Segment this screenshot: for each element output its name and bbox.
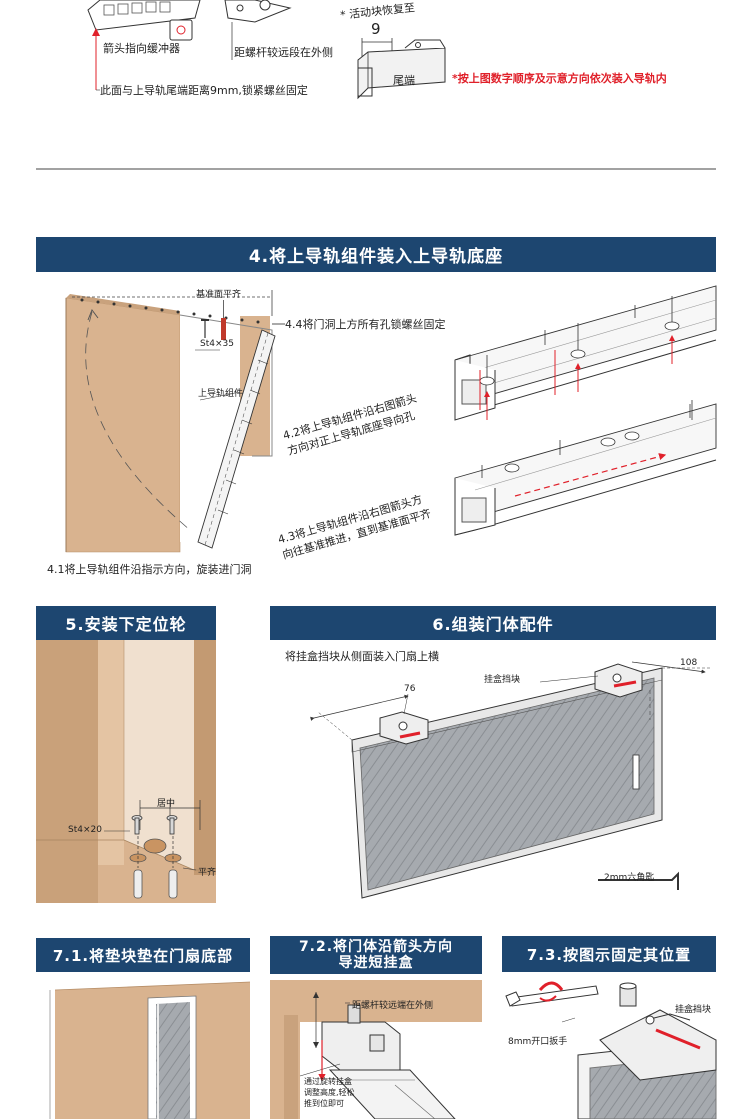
section4-title-banner: 4.将上导轨组件装入上导轨底座 xyxy=(36,237,716,272)
hanger-stop-label: 挂盒挡块 xyxy=(484,675,521,685)
section6-diagram xyxy=(310,661,710,899)
top-rail-diagram xyxy=(87,0,446,100)
section71-diagram xyxy=(49,981,251,1119)
section5-diagram xyxy=(36,640,216,903)
flush-label: 平齐 xyxy=(198,868,217,878)
datum-flush-label: 基准面平齐 xyxy=(196,290,242,300)
section72-title-banner: 7.2.将门体沿箭头方向 导进短挂盒 xyxy=(270,936,482,974)
section73-title-banner: 7.3.按图示固定其位置 xyxy=(502,936,716,972)
section72-title-line1: 7.2.将门体沿箭头方向 xyxy=(298,939,454,955)
upper-rail-assembly-label: 上导轨组件 xyxy=(198,389,244,399)
arrow-bumper-label: 箭头指向缓冲器 xyxy=(103,42,180,55)
dimension-108-label: 108 xyxy=(680,658,698,668)
dimension-9-label: 9 xyxy=(371,20,381,38)
section5-title-banner: 5.安装下定位轮 xyxy=(36,606,216,640)
section6-title-banner: 6.组装门体配件 xyxy=(270,606,716,640)
section71-title: 7.1.将垫块垫在门扇底部 xyxy=(52,946,234,965)
screw-st4x20-label: St4×20 xyxy=(68,825,102,835)
screw-far-outside-label-72: 距螺杆较远端在外侧 xyxy=(352,1001,434,1011)
section4-title: 4.将上导轨组件装入上导轨底座 xyxy=(248,247,504,267)
wrench-8mm-label: 8mm开口扳手 xyxy=(508,1037,568,1047)
section72-title-line2: 导进短挂盒 xyxy=(338,955,414,971)
section4-right-diagram xyxy=(272,285,717,536)
section6-title: 6.组装门体配件 xyxy=(432,615,554,634)
fixing-note: 此面与上导轨尾端距离9mm,锁紧螺丝固定 xyxy=(100,84,308,97)
screw-far-outside-label: 距螺杆较远段在外侧 xyxy=(234,46,333,59)
adjust-height-note: 通过旋转挂盒 调整高度,轻松 推到位即可 xyxy=(304,1077,355,1108)
hanger-stop-label-73: 挂盒挡块 xyxy=(675,1005,712,1015)
section73-diagram xyxy=(505,981,717,1119)
center-label: 居中 xyxy=(157,799,176,809)
order-note: *按上图数字顺序及示意方向依次装入导轨内 xyxy=(452,72,667,85)
dimension-76-label: 76 xyxy=(404,684,416,694)
section72-diagram xyxy=(270,980,482,1119)
section6-instruction: 将挂盒挡块从侧面装入门扇上横 xyxy=(285,650,439,663)
section73-title: 7.3.按图示固定其位置 xyxy=(526,945,692,964)
tail-end-label: 尾端 xyxy=(393,74,415,87)
section4-left-diagram xyxy=(65,290,280,553)
step-4-1-label: 4.1将上导轨组件沿指示方向，旋装进门洞 xyxy=(47,563,252,576)
section71-title-banner: 7.1.将垫块垫在门扇底部 xyxy=(36,938,250,972)
hex-key-label: 2mm六角匙 xyxy=(604,873,655,883)
screw-st4x35-label: St4×35 xyxy=(200,339,234,349)
section5-title: 5.安装下定位轮 xyxy=(65,615,187,634)
step-4-4-label: 4.4将门洞上方所有孔锁螺丝固定 xyxy=(285,318,446,331)
